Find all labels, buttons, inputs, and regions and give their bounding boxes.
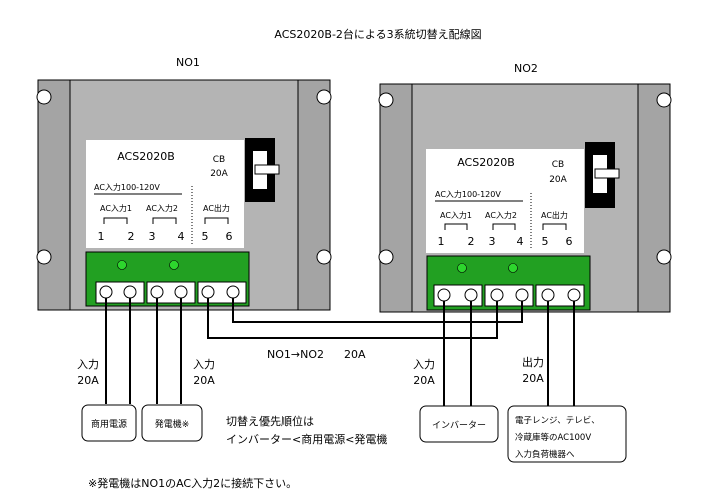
mount-hole bbox=[36, 89, 52, 105]
breaker-toggle bbox=[594, 168, 620, 179]
wire-link-b bbox=[232, 298, 523, 323]
diagram-title: ACS2020B-2台による3系統切替え配線図 bbox=[274, 27, 481, 41]
terminal-label-3: 3 bbox=[149, 230, 156, 243]
mount-hole bbox=[316, 89, 332, 105]
bracket bbox=[152, 217, 177, 224]
wiring bbox=[105, 298, 575, 406]
unit-no2-model: ACS2020B bbox=[457, 156, 515, 169]
terminal-label-5: 5 bbox=[542, 235, 549, 248]
mount-hole bbox=[316, 249, 332, 265]
terminal-screw bbox=[515, 288, 529, 302]
load-line-3: 入力負荷機器へ bbox=[515, 449, 575, 460]
load-line-1: 電子レンジ、テレビ、 bbox=[515, 416, 600, 426]
load-box bbox=[507, 405, 627, 463]
terminal-label-1: 1 bbox=[98, 230, 105, 243]
terminal-label-4: 4 bbox=[517, 235, 524, 248]
mount-hole bbox=[378, 249, 394, 265]
terminal-screw bbox=[567, 288, 581, 302]
load-line-2: 冷蔵庫等のAC100V bbox=[515, 432, 591, 443]
no1-in2-current: 20A bbox=[193, 374, 215, 387]
no1-in1-current: 20A bbox=[77, 374, 99, 387]
terminal-screw bbox=[437, 288, 451, 302]
mount-hole bbox=[656, 249, 672, 265]
unit-no1-right-flange bbox=[297, 79, 331, 311]
unit-no2-ac-in2: AC入力2 bbox=[485, 210, 517, 220]
terminal-label-4: 4 bbox=[178, 230, 185, 243]
inverter-box bbox=[419, 405, 499, 443]
inverter-label: インバーター bbox=[432, 420, 486, 431]
unit-no2-cb-rating: 20A bbox=[549, 175, 567, 185]
commercial-power-label: 商用電源 bbox=[91, 418, 127, 430]
unit-no1-ac-in2: AC入力2 bbox=[146, 203, 178, 213]
unit-no2-terminals bbox=[433, 284, 585, 307]
priority-line-2: インバーター<商用電源<発電機 bbox=[226, 432, 387, 446]
unit-no1-left-flange bbox=[37, 79, 71, 311]
terminal-label-3: 3 bbox=[489, 235, 496, 248]
unit-no2-cb-label: CB bbox=[552, 160, 564, 170]
bracket bbox=[492, 223, 516, 230]
unit-no2-label: NO2 bbox=[514, 62, 538, 75]
bracket bbox=[444, 223, 468, 230]
terminal-screw bbox=[150, 285, 164, 299]
terminal-screw bbox=[490, 288, 504, 302]
no2-out-current: 20A bbox=[522, 372, 544, 385]
unit-no1-cb-rating: 20A bbox=[210, 169, 228, 179]
terminal-screw bbox=[174, 285, 188, 299]
terminal-screw bbox=[541, 288, 555, 302]
breaker-toggle bbox=[254, 164, 280, 175]
unit-no1-ac-range: AC入力100-120V bbox=[94, 182, 160, 192]
wire-link-a bbox=[207, 298, 498, 339]
led-indicator bbox=[117, 260, 127, 270]
generator-label: 発電機※ bbox=[155, 418, 190, 430]
terminal-label-2: 2 bbox=[468, 235, 475, 248]
link-label: NO1→NO2 bbox=[267, 348, 324, 361]
bracket bbox=[204, 217, 229, 224]
generator-box bbox=[141, 404, 203, 442]
mount-hole bbox=[36, 249, 52, 265]
no1-in1-label: 入力 bbox=[77, 358, 99, 371]
unit-no1: NO1 ACS2020B CB 20A AC入力100-120V AC入力1 A… bbox=[36, 56, 332, 311]
unit-no2-right-flange bbox=[637, 83, 671, 313]
terminal-screw bbox=[201, 285, 215, 299]
no2-out-label: 出力 bbox=[522, 355, 544, 369]
unit-no1-cb-label: CB bbox=[213, 155, 225, 165]
terminal-label-6: 6 bbox=[226, 230, 233, 243]
no2-in-label: 入力 bbox=[413, 358, 435, 371]
terminal-label-6: 6 bbox=[566, 235, 573, 248]
terminal-screw bbox=[226, 285, 240, 299]
no2-in-current: 20A bbox=[413, 374, 435, 387]
mount-hole bbox=[656, 92, 672, 108]
commercial-power-box bbox=[81, 404, 137, 442]
link-current: 20A bbox=[344, 348, 366, 361]
unit-no2-ac-range: AC入力100-120V bbox=[435, 189, 501, 199]
bracket bbox=[542, 223, 567, 230]
footnote: ※発電機はNO1のAC入力2に接続下さい。 bbox=[88, 476, 297, 490]
terminal-screw bbox=[99, 285, 113, 299]
no1-in2-label: 入力 bbox=[193, 358, 215, 371]
terminal-label-1: 1 bbox=[438, 235, 445, 248]
unit-no1-terminals bbox=[95, 281, 247, 304]
led-indicator bbox=[457, 263, 467, 273]
bracket bbox=[103, 217, 128, 224]
unit-no2-ac-in1: AC入力1 bbox=[440, 210, 472, 220]
mount-hole bbox=[378, 92, 394, 108]
terminal-screw bbox=[123, 285, 137, 299]
terminal-label-5: 5 bbox=[202, 230, 209, 243]
unit-no1-ac-out: AC出力 bbox=[203, 203, 230, 213]
unit-no2-ac-out: AC出力 bbox=[541, 210, 568, 220]
unit-no1-ac-in1: AC入力1 bbox=[100, 203, 132, 213]
terminal-screw bbox=[464, 288, 478, 302]
unit-no1-label: NO1 bbox=[176, 56, 200, 69]
unit-no2-left-flange bbox=[379, 83, 413, 313]
priority-line-1: 切替え優先順位は bbox=[226, 414, 314, 428]
unit-no2: NO2 ACS2020B CB 20A AC入力100-120V AC入力1 A… bbox=[378, 62, 672, 313]
unit-no1-model: ACS2020B bbox=[117, 150, 175, 163]
terminal-label-2: 2 bbox=[128, 230, 135, 243]
led-indicator bbox=[508, 263, 518, 273]
led-indicator bbox=[169, 260, 179, 270]
